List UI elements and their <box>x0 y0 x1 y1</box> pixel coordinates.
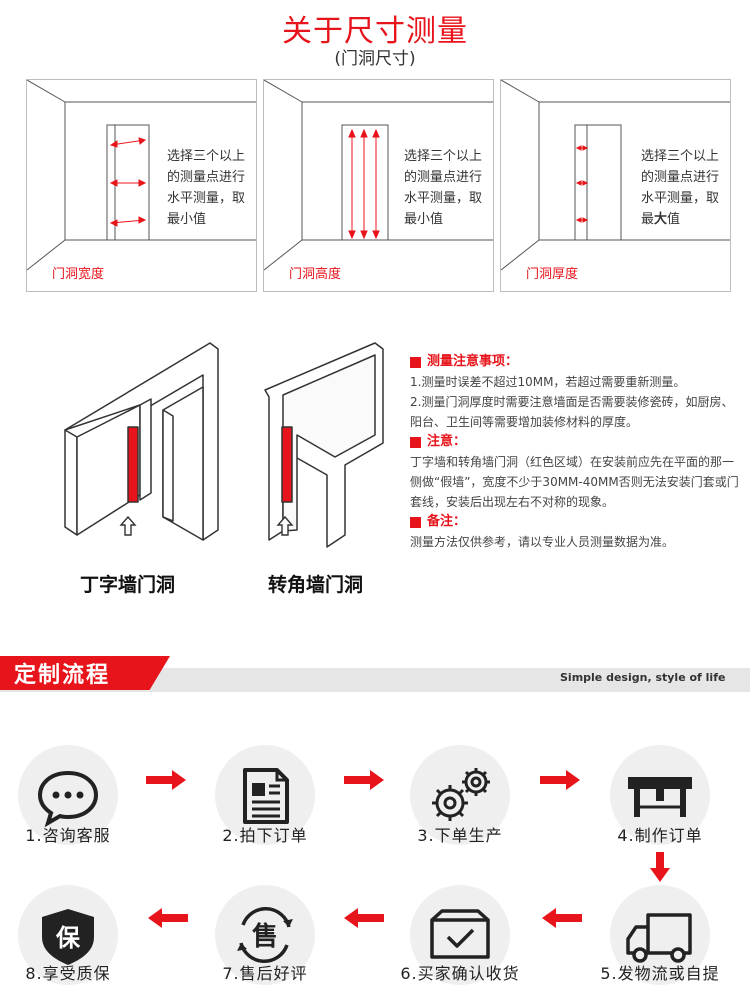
page-subtitle: (门洞尺寸) <box>334 49 416 69</box>
chat-bubble-icon <box>37 770 99 828</box>
step-2-circle <box>215 745 315 845</box>
truck-icon <box>626 913 692 963</box>
step-8-circle: 保 <box>18 885 118 985</box>
corner-wall-label: 转角墙门洞 <box>268 574 364 596</box>
corner-wall-diagram <box>264 342 384 548</box>
step-3-circle <box>410 745 510 845</box>
gears-icon <box>432 768 490 821</box>
panel-label: 门洞高度 <box>289 267 342 282</box>
box-check-icon <box>430 909 490 959</box>
page-title: 关于尺寸测量 <box>282 14 468 49</box>
arrow-right-icon <box>540 770 580 790</box>
step-2-label: 2.拍下订单 <box>222 826 308 845</box>
panel-door-width: 选择三个以上的测量点进行 水平测量，取最小值 门洞宽度 <box>26 79 257 292</box>
room-height-illustration <box>264 80 493 271</box>
arrow-down-icon <box>650 852 670 882</box>
notes-heading: 测量注意事项： <box>410 352 745 372</box>
note-text: 1.测量时误差不超过10MM，若超过需要重新测量。 <box>410 375 686 389</box>
note-text: 2.测量门洞厚度时需要注意墙面是否需要装修瓷砖，如厨房、阳台、卫生间等需要增加装… <box>410 395 734 429</box>
up-arrow-icon <box>276 515 294 536</box>
arrow-left-icon <box>542 908 582 928</box>
step-7-glyph: 售 <box>252 921 278 952</box>
step-6-label: 6.买家确认收货 <box>400 964 520 983</box>
t-wall-label: 丁字墙门洞 <box>80 574 176 596</box>
step-8-glyph: 保 <box>55 924 81 952</box>
step-6-circle <box>410 885 510 985</box>
emphasis-text: 大 <box>654 212 668 227</box>
arrow-left-icon <box>148 908 188 928</box>
arrow-left-icon <box>344 908 384 928</box>
room-thickness-illustration <box>501 80 730 271</box>
step-7-label: 7.售后好评 <box>222 964 308 983</box>
t-wall-diagram <box>64 342 219 541</box>
shield-icon: 保 <box>42 909 94 965</box>
panel-door-thickness: 选择三个以上的测量点进行 水平测量，取最大值 门洞厚度 <box>500 79 731 292</box>
banner-slogan: Simple design, style of life <box>560 671 726 684</box>
notes-section: 测量注意事项： 1.测量时误差不超过10MM，若超过需要重新测量。 2.测量门洞… <box>410 352 745 552</box>
note-text: 测量方法仅供参考，请以专业人员测量数据为准。 <box>410 535 675 549</box>
note-text: 丁字墙和转角墙门洞（红色区域）在安装前应先在平面的那一侧做“假墙”，宽度不少于3… <box>410 455 739 509</box>
panel-label: 门洞宽度 <box>52 267 105 282</box>
document-icon <box>243 768 289 824</box>
panel-label: 门洞厚度 <box>526 267 579 282</box>
step-1-label: 1.咨询客服 <box>25 826 111 845</box>
panel-text: 选择三个以上的测量点进行 水平测量，取最大值 <box>641 149 720 227</box>
panel-text: 选择三个以上的测量点进行 水平测量，取最小值 <box>404 149 483 227</box>
step-5-circle <box>610 885 710 985</box>
room-width-illustration <box>27 80 256 271</box>
arrow-right-icon <box>146 770 186 790</box>
step-8-label: 8.享受质保 <box>25 964 111 983</box>
machine-icon <box>628 777 692 817</box>
panel-door-height: 选择三个以上的测量点进行 水平测量，取最小值 门洞高度 <box>263 79 494 292</box>
wall-diagrams <box>64 342 384 548</box>
step-4-circle <box>610 745 710 845</box>
step-3-label: 3.下单生产 <box>417 826 503 845</box>
banner-title: 定制流程 <box>14 663 111 688</box>
notes-heading: 备注： <box>410 512 745 532</box>
step-1-circle <box>18 745 118 845</box>
notes-heading: 注意： <box>410 432 745 452</box>
arrow-right-icon <box>344 770 384 790</box>
step-4-label: 4.制作订单 <box>617 826 703 845</box>
after-sale-icon: 售 <box>237 907 293 963</box>
panel-text: 选择三个以上的测量点进行 水平测量，取最小值 <box>167 149 246 227</box>
up-arrow-icon <box>119 515 137 536</box>
step-7-circle: 售 <box>215 885 315 985</box>
step-5-label: 5.发物流或自提 <box>600 964 720 983</box>
banner-tag <box>0 656 170 690</box>
